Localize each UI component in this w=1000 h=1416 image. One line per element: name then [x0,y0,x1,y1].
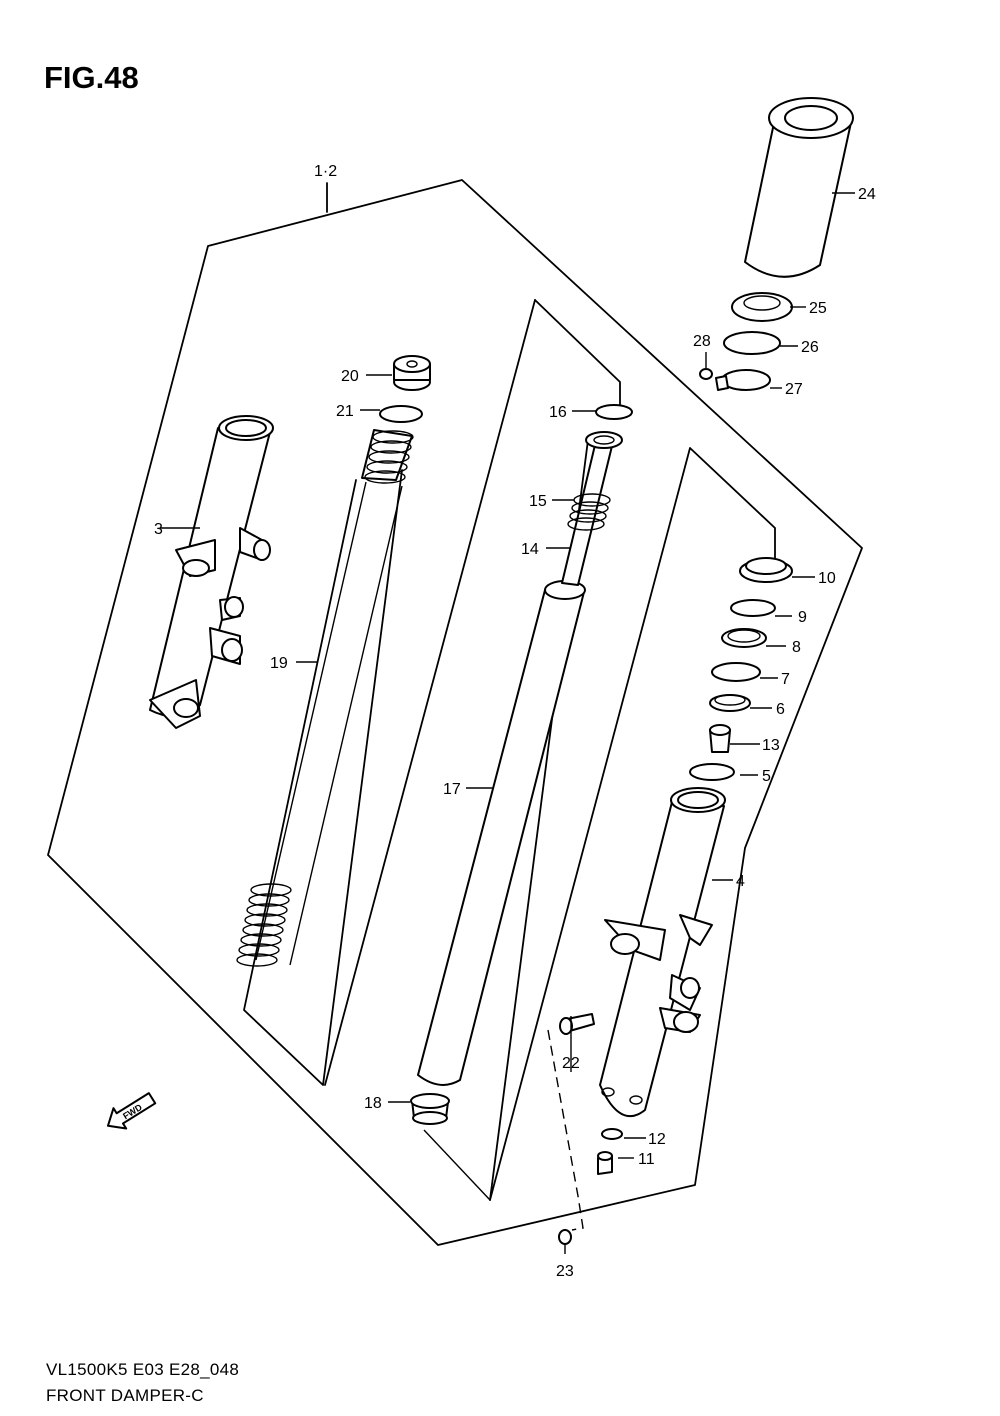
callout-16: 16 [549,404,567,421]
piston-rod [561,431,623,586]
spring-panel [243,469,403,1086]
callout-4: 4 [736,873,745,890]
outer-tube-right [599,787,726,1118]
callout-20: 20 [341,368,359,385]
clamp-screw [699,368,713,380]
callout-12: 12 [648,1131,666,1148]
leader-18 [423,1129,491,1201]
callout-18: 18 [364,1095,382,1112]
callout-22: 22 [562,1055,580,1072]
callout-15: 15 [529,493,547,510]
callout-28: 28 [693,333,711,350]
oil-seal-retainer [721,628,767,648]
fork-cover [744,97,854,278]
callout-10: 10 [818,570,836,587]
cover-holder [731,292,793,322]
callout-11: 11 [638,1151,655,1168]
outer-tube-left [149,415,274,729]
damper-bolt [559,1013,595,1035]
hose-clamp [715,369,771,391]
model-code: VL1500K5 E03 E28_048 [46,1360,240,1379]
snap-ring [730,599,776,617]
figure-title: FIG.48 [44,60,139,95]
callout-5: 5 [762,768,771,785]
guide-bush [709,694,751,712]
oil-lock-piece [410,1093,450,1125]
slide-bush [711,662,761,682]
callout-13: 13 [762,737,780,754]
assembly-outline [47,179,863,1246]
cover-seal [723,331,781,355]
callout-21: 21 [336,403,354,420]
cap-bolt [393,355,431,391]
callout-23: 23 [556,1263,574,1280]
callout-27: 27 [785,381,803,398]
spring-coils-top [364,430,414,484]
spring-coils-bottom [236,883,292,967]
callout-8: 8 [792,639,801,656]
retaining-ring [689,763,735,781]
callout-6: 6 [776,701,785,718]
callout-26: 26 [801,339,819,356]
callout-9: 9 [798,609,807,626]
callout-25: 25 [809,300,827,317]
damper-cylinder [417,580,586,1086]
callout-24: 24 [858,186,876,203]
damper-panel [324,299,536,1086]
fork-spring [236,429,414,967]
leader-lines [160,192,855,1254]
gasket [601,1128,623,1140]
piston-ring [595,404,633,420]
outer-tube-panel [489,447,776,1201]
plug-cap [558,1229,572,1245]
fwd-arrow-icon: FWD [106,1092,157,1130]
assembly-label: 1·2 [314,163,337,180]
bolt-leader-dashed [547,1029,584,1231]
diagram-caption: FRONT DAMPER-C [46,1386,204,1405]
dust-seal [739,557,793,583]
damper-stopper [709,724,731,753]
callout-7: 7 [781,671,790,688]
callout-14: 14 [521,541,539,558]
callout-3: 3 [154,521,163,538]
callout-19: 19 [270,655,288,672]
o-ring [379,405,423,423]
callout-17: 17 [443,781,461,798]
drain-bolt [597,1151,613,1175]
